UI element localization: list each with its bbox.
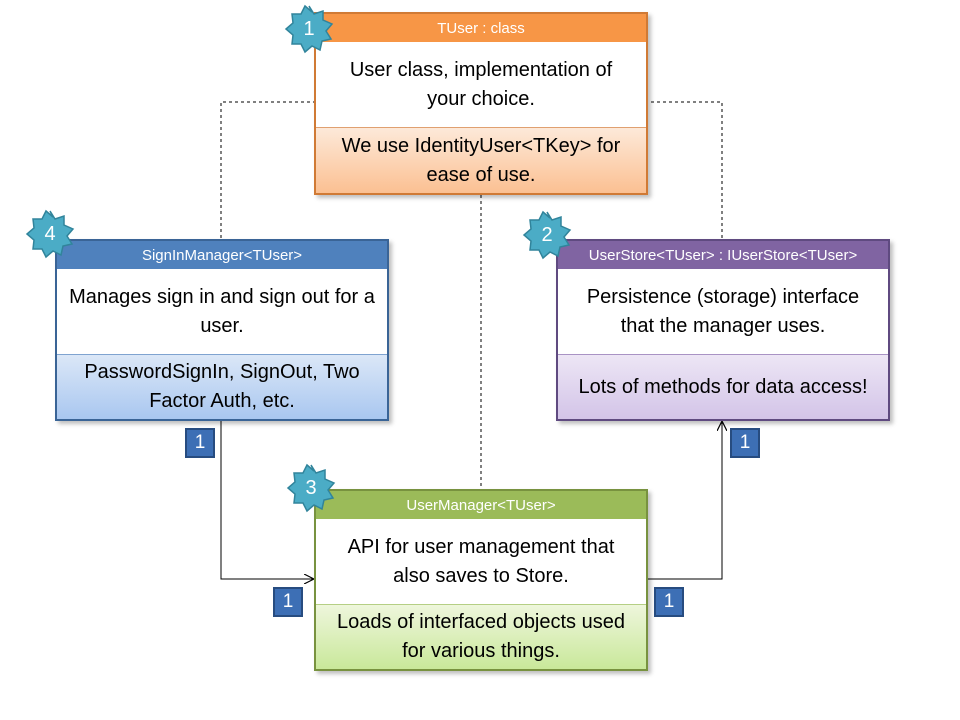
- tuser-note: We use IdentityUser<TKey> for ease of us…: [316, 128, 646, 193]
- multiplicity-signin-out: 1: [185, 428, 215, 458]
- tuser-class-box: TUser : class User class, implementation…: [314, 12, 648, 195]
- arrow-manager-to-store: [648, 422, 722, 580]
- store-header: UserStore<TUser> : IUserStore<TUser>: [558, 241, 888, 269]
- manager-header: UserManager<TUser>: [316, 491, 646, 519]
- step-star-tuser: 1: [284, 4, 334, 54]
- star-badge-icon: [284, 4, 334, 54]
- store-note: Lots of methods for data access!: [558, 355, 888, 419]
- signin-description: Manages sign in and sign out for a user.: [57, 269, 387, 355]
- step-star-signin: 4: [25, 209, 75, 259]
- tuser-description: User class, implementation of your choic…: [316, 42, 646, 128]
- step-number-tuser: 1: [303, 17, 315, 40]
- step-star-manager: 3: [286, 463, 336, 513]
- star-badge-icon: [286, 463, 336, 513]
- step-star-store: 2: [522, 210, 572, 260]
- signin-header: SignInManager<TUser>: [57, 241, 387, 269]
- step-number-manager: 3: [305, 476, 317, 499]
- star-badge-icon: [25, 209, 75, 259]
- multiplicity-store-in: 1: [730, 428, 760, 458]
- user-manager-box: UserManager<TUser> API for user manageme…: [314, 489, 648, 671]
- arrow-signin-to-manager: [220, 421, 313, 579]
- dashed-line-store-tuser: [648, 101, 723, 238]
- signin-manager-box: SignInManager<TUser> Manages sign in and…: [55, 239, 389, 421]
- signin-note: PasswordSignIn, SignOut, Two Factor Auth…: [57, 355, 387, 419]
- tuser-header: TUser : class: [316, 14, 646, 42]
- dashed-line-signin-tuser: [220, 101, 314, 238]
- store-description: Persistence (storage) interface that the…: [558, 269, 888, 355]
- step-number-signin: 4: [44, 222, 56, 245]
- multiplicity-manager-out: 1: [654, 587, 684, 617]
- manager-note: Loads of interfaced objects used for var…: [316, 605, 646, 669]
- manager-description: API for user management that also saves …: [316, 519, 646, 605]
- multiplicity-manager-in: 1: [273, 587, 303, 617]
- star-badge-icon: [522, 210, 572, 260]
- user-store-box: UserStore<TUser> : IUserStore<TUser> Per…: [556, 239, 890, 421]
- step-number-store: 2: [541, 223, 553, 246]
